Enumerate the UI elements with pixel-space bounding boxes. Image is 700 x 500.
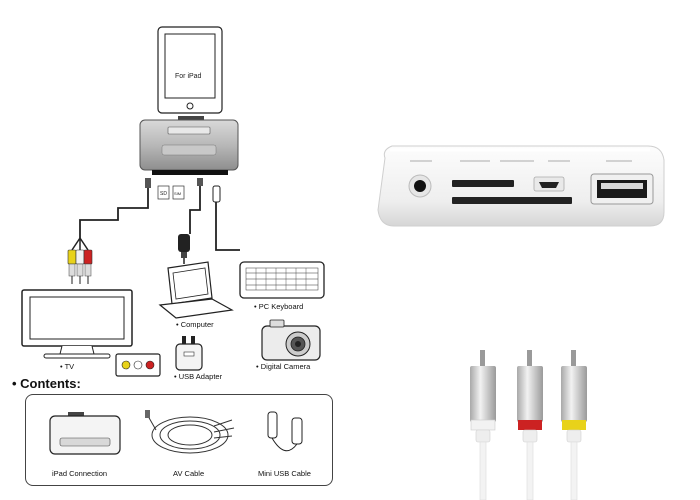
usb-power-adapter-icon bbox=[175, 336, 203, 371]
mini-usb-cable-icon bbox=[267, 411, 303, 452]
ipad-icon bbox=[157, 26, 223, 114]
rca-plug-yellow-icon bbox=[561, 350, 587, 500]
computer-label: • Computer bbox=[176, 320, 214, 329]
usb-adapter-label: • USB Adapter bbox=[174, 372, 223, 381]
sd-label: SD bbox=[160, 191, 167, 197]
mini-usb-plug-icon bbox=[178, 234, 190, 258]
sd-slot-tag bbox=[157, 185, 170, 200]
audio-jack-port-icon bbox=[408, 174, 432, 198]
rca-plug-red-icon bbox=[517, 350, 543, 500]
contents-title: • Contents: bbox=[12, 376, 81, 391]
keyboard-icon bbox=[239, 261, 325, 299]
av-cable-icon bbox=[147, 415, 235, 454]
av-cable-line bbox=[79, 182, 149, 238]
ipad-connection-kit-adapter bbox=[139, 116, 239, 175]
laptop-icon bbox=[158, 261, 234, 319]
tv-label: • TV bbox=[60, 362, 75, 371]
usb-a-port-icon bbox=[590, 173, 654, 205]
ipad-connection-icon bbox=[49, 412, 121, 455]
sim-slot-tag bbox=[172, 185, 185, 200]
av-input-panel-icon bbox=[115, 353, 161, 377]
rca-plug-white-icon bbox=[470, 350, 496, 500]
contents-item-ipad-connection: iPad Connection bbox=[52, 469, 108, 478]
sd-card-slot-icon bbox=[452, 180, 572, 204]
ipad-screen-label: For iPad bbox=[175, 73, 202, 80]
white-adapter-photo bbox=[377, 145, 665, 227]
port-engravings bbox=[410, 160, 632, 162]
contents-box bbox=[25, 394, 333, 486]
rca-splitter-icon bbox=[67, 237, 93, 284]
usb-plug-icon bbox=[197, 178, 221, 203]
rca-plugs-photo bbox=[470, 350, 587, 500]
digital-camera-icon bbox=[261, 319, 321, 361]
contents-item-av-cable: AV Cable bbox=[173, 469, 205, 478]
mini-usb-port-icon bbox=[533, 176, 565, 192]
av-cable-plug-icon bbox=[145, 410, 150, 418]
usb-cable-line bbox=[189, 180, 240, 251]
contents-item-mini-usb-cable: Mini USB Cable bbox=[258, 469, 311, 478]
tv-icon bbox=[21, 289, 133, 359]
av-plug-icon bbox=[145, 178, 151, 188]
pc-keyboard-label: • PC Keyboard bbox=[254, 302, 304, 311]
sim-label: SIM bbox=[174, 191, 181, 196]
digital-camera-label: • Digital Camera bbox=[256, 362, 311, 371]
